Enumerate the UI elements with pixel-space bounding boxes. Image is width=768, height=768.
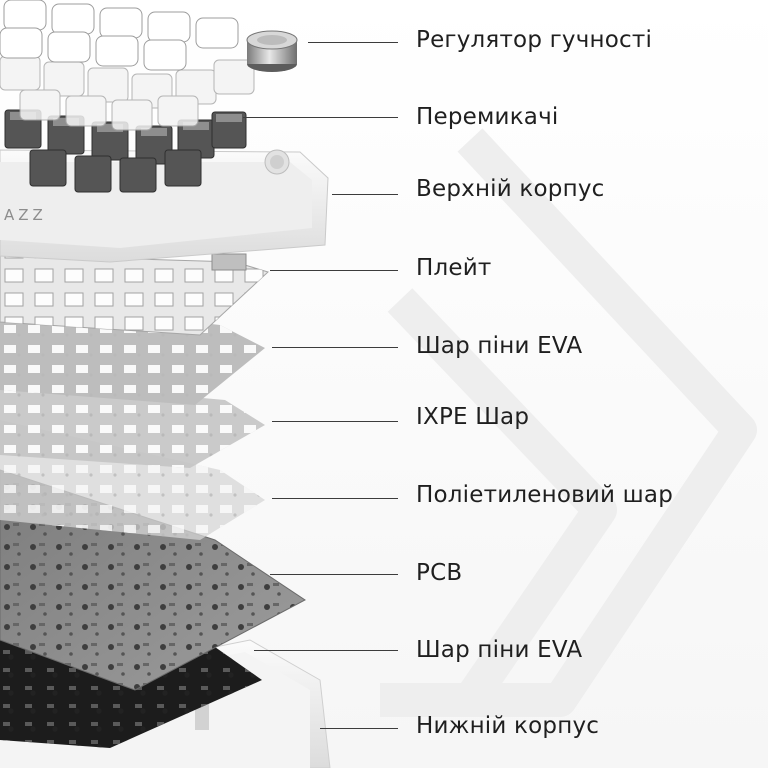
leader-line-ixpe-layer [272,421,398,422]
label-ixpe-layer: IXPE Шар [416,404,530,430]
leader-line-top-case [332,194,398,195]
label-polyethylene-layer: Поліетиленовий шар [416,482,674,508]
leader-line-bottom-case [320,728,398,729]
label-switches: Перемикачі [416,104,559,130]
leader-line-eva-foam-bottom [254,650,398,651]
label-pcb: PCB [416,560,463,586]
leader-line-pcb [270,574,398,575]
label-volume-knob: Регулятор гучності [416,27,653,53]
brand-marking: AZZ [4,206,47,224]
label-bottom-case: Нижній корпус [416,713,600,739]
label-eva-foam-top: Шар піни EVA [416,333,583,359]
leader-line-polyethylene-layer [272,498,398,499]
leader-line-switches [243,117,398,118]
label-plate: Плейт [416,255,492,281]
leader-line-plate [270,270,398,271]
label-eva-foam-bottom: Шар піни EVA [416,637,583,663]
leader-line-eva-foam-top [272,347,398,348]
label-top-case: Верхній корпус [416,176,605,202]
leader-line-volume-knob [308,42,398,43]
